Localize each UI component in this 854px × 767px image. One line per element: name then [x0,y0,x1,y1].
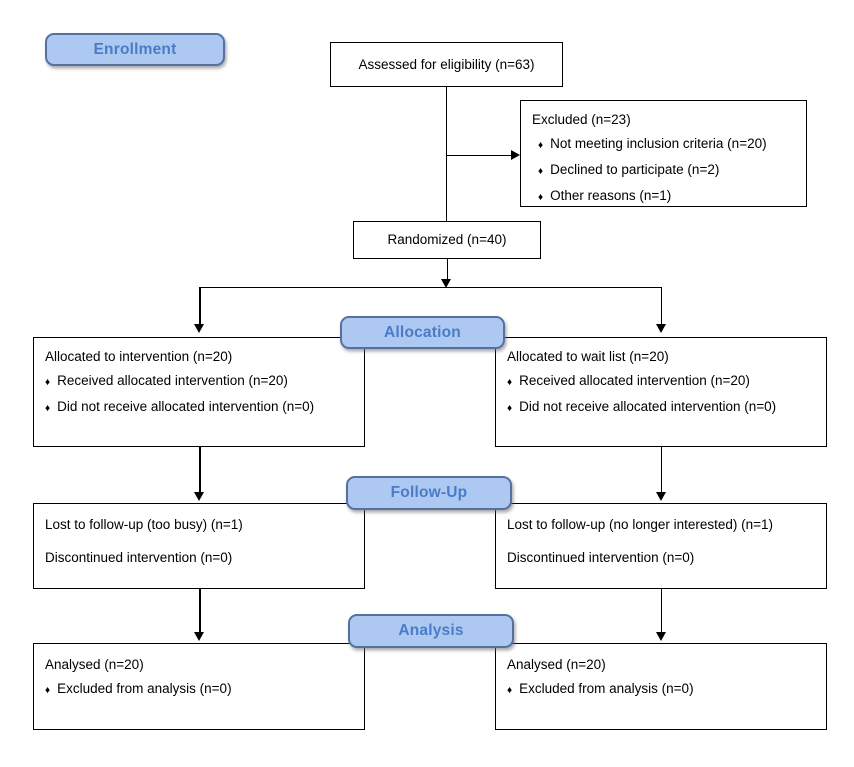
randomized-text: Randomized (n=40) [387,232,507,247]
connector-branch-alloc-right [660,286,662,325]
allocation-left-item-text: Received allocated intervention (n=20) [57,373,288,388]
analysis-right-item: ♦ Excluded from analysis (n=0) [507,677,815,703]
excluded-item-text: Not meeting inclusion criteria (n=20) [550,136,767,151]
analysis-right-box: Analysed (n=20) ♦ Excluded from analysis… [495,643,827,730]
diamond-bullet-icon: ♦ [507,377,513,388]
diamond-bullet-icon: ♦ [538,192,544,203]
excluded-item-text: Other reasons (n=1) [550,188,672,203]
followup-left-box: Lost to follow-up (too busy) (n=1) Disco… [33,503,365,589]
analysis-left-item: ♦ Excluded from analysis (n=0) [45,677,353,703]
connector-followup-analysis-left [199,588,201,633]
analysis-right-title: Analysed (n=20) [507,657,606,672]
analysis-right-item-text: Excluded from analysis (n=0) [519,681,694,696]
diamond-bullet-icon: ♦ [538,166,544,177]
connector-alloc-followup-right [660,446,662,493]
followup-left-line: Discontinued intervention (n=0) [45,550,233,565]
diamond-bullet-icon: ♦ [45,685,51,696]
connector-randomized-branch [446,259,448,280]
excluded-item: ♦ Other reasons (n=1) [532,184,795,210]
stage-label-enrollment: Enrollment [45,33,225,66]
stage-label-followup: Follow-Up [346,476,512,510]
diamond-bullet-icon: ♦ [507,403,513,414]
allocation-right-item-text: Did not receive allocated intervention (… [519,399,777,414]
arrowhead-branch-icon [441,279,451,288]
diamond-bullet-icon: ♦ [538,140,544,151]
arrowhead-alloc-left-icon [194,324,205,333]
assessed-text: Assessed for eligibility (n=63) [358,56,535,72]
allocation-left-item-text: Did not receive allocated intervention (… [57,399,315,414]
arrowhead-analysis-right-icon [655,632,666,641]
randomized-box: Randomized (n=40) [353,221,541,259]
assessed-box: Assessed for eligibility (n=63) [330,42,563,87]
branch-line [199,286,662,288]
analysis-left-box: Analysed (n=20) ♦ Excluded from analysis… [33,643,365,730]
excluded-item-text: Declined to participate (n=2) [550,162,720,177]
arrowhead-followup-left-icon [194,492,205,501]
followup-left-line: Lost to follow-up (too busy) (n=1) [45,517,243,532]
arrowhead-analysis-left-icon [194,632,205,641]
allocation-right-item: ♦ Received allocated intervention (n=20) [507,369,815,395]
arrowhead-alloc-right-icon [655,324,666,333]
stage-label-analysis: Analysis [348,614,514,648]
allocation-right-item: ♦ Did not receive allocated intervention… [507,395,815,421]
arrowhead-followup-right-icon [655,492,666,501]
stage-label-allocation: Allocation [340,316,505,349]
allocation-right-item-text: Received allocated intervention (n=20) [519,373,750,388]
excluded-box: Excluded (n=23) ♦ Not meeting inclusion … [520,100,807,207]
excluded-item: ♦ Not meeting inclusion criteria (n=20) [532,132,795,158]
analysis-left-title: Analysed (n=20) [45,657,144,672]
connector-followup-analysis-right [660,588,662,633]
connector-excluded-line [446,154,512,156]
allocation-left-box: Allocated to intervention (n=20) ♦ Recei… [33,337,365,447]
arrowhead-excluded-icon [511,150,520,160]
followup-right-line: Discontinued intervention (n=0) [507,550,695,565]
followup-right-line: Lost to follow-up (no longer interested)… [507,517,774,532]
diamond-bullet-icon: ♦ [507,685,513,696]
allocation-left-title: Allocated to intervention (n=20) [45,349,233,364]
allocation-left-item: ♦ Received allocated intervention (n=20) [45,369,353,395]
allocation-right-box: Allocated to wait list (n=20) ♦ Received… [495,337,827,447]
analysis-left-item-text: Excluded from analysis (n=0) [57,681,232,696]
allocation-right-title: Allocated to wait list (n=20) [507,349,669,364]
excluded-item: ♦ Declined to participate (n=2) [532,158,795,184]
diamond-bullet-icon: ♦ [45,403,51,414]
diamond-bullet-icon: ♦ [45,377,51,388]
connector-assessed-randomized [445,86,447,221]
connector-branch-alloc-left [199,286,201,325]
allocation-left-item: ♦ Did not receive allocated intervention… [45,395,353,421]
followup-right-box: Lost to follow-up (no longer interested)… [495,503,827,589]
excluded-title: Excluded (n=23) [532,112,631,127]
connector-alloc-followup-left [199,446,201,493]
